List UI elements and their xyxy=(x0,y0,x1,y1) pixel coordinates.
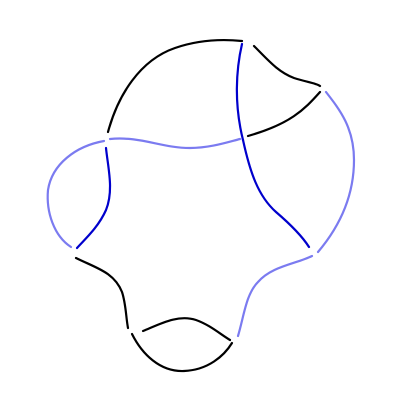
black-strand-bottom-bowl xyxy=(130,332,234,373)
light-blue-strand-left-loop xyxy=(46,139,106,249)
light-blue-component xyxy=(46,90,356,338)
black-strand-top-right-shoulder xyxy=(252,44,322,88)
light-blue-strand-lower-right xyxy=(236,254,314,338)
blue-strand-left xyxy=(75,146,112,250)
light-blue-strand-upper-band xyxy=(108,137,242,150)
blue-strand-right-upper xyxy=(235,42,245,142)
black-strand-left-descent xyxy=(74,256,130,330)
black-strand-top-arc xyxy=(106,39,244,134)
blue-component xyxy=(75,42,311,250)
black-component xyxy=(74,39,322,373)
blue-strand-right-lower xyxy=(241,138,311,249)
light-blue-strand-right-outer xyxy=(316,90,356,254)
black-strand-lower-arch xyxy=(141,317,232,342)
black-strand-right-chord xyxy=(246,90,322,138)
